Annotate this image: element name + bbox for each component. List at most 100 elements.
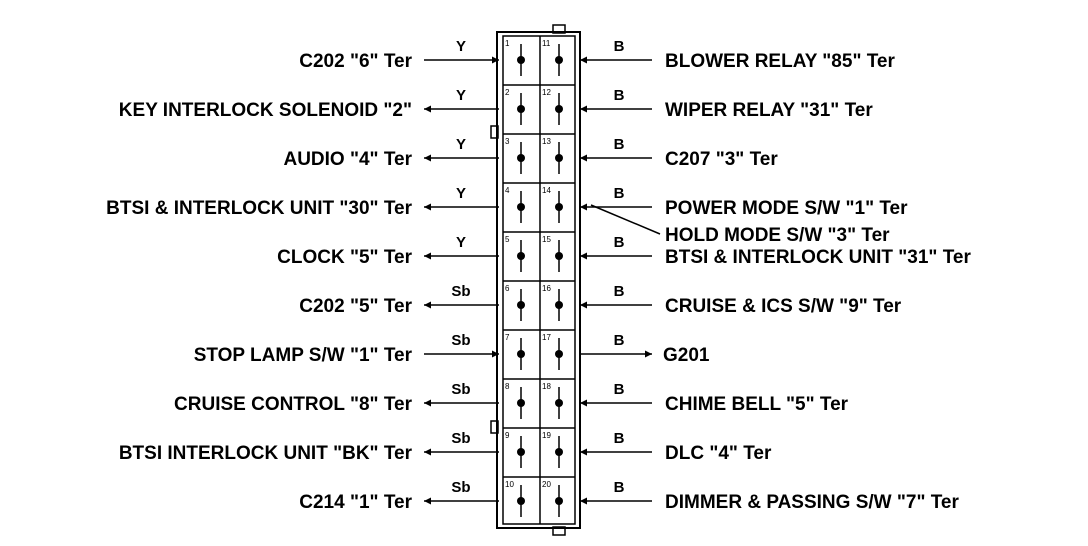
left-wire-color: Sb	[451, 479, 470, 496]
pin-9: 9	[505, 431, 525, 468]
pin-1: 1	[505, 39, 525, 76]
pin-7: 7	[505, 333, 525, 370]
pin-18: 18	[542, 382, 563, 419]
right-wire-color: B	[614, 430, 625, 447]
connector-body	[490, 24, 581, 536]
left-wire-color: Sb	[451, 283, 470, 300]
pin-number: 5	[505, 235, 510, 244]
left-circuit-label: C202 "6" Ter	[299, 51, 412, 72]
pin-number: 19	[542, 431, 551, 440]
right-circuit-label: DIMMER & PASSING S/W "7" Ter	[665, 492, 960, 513]
pin-4: 4	[505, 186, 525, 223]
pin-dot	[555, 105, 563, 113]
pin-13: 13	[542, 137, 563, 174]
left-circuit-label: KEY INTERLOCK SOLENOID "2"	[119, 100, 412, 121]
pin-5: 5	[505, 235, 525, 272]
right-wire-color: B	[614, 185, 625, 202]
pin-number: 17	[542, 333, 551, 342]
right-wire-color: B	[614, 332, 625, 349]
right-circuit-label: POWER MODE S/W "1" Ter	[665, 198, 908, 219]
left-wire-color: Sb	[451, 381, 470, 398]
pin-number: 9	[505, 431, 510, 440]
right-circuit-label: DLC "4" Ter	[665, 443, 772, 464]
left-circuit-label: BTSI INTERLOCK UNIT "BK" Ter	[119, 443, 413, 464]
pin-10: 10	[505, 480, 525, 517]
pin-20: 20	[542, 480, 563, 517]
pin-dot	[555, 301, 563, 309]
right-circuit-label: BLOWER RELAY "85" Ter	[665, 51, 895, 72]
left-wire-color: Sb	[451, 430, 470, 447]
right-circuit-label: WIPER RELAY "31" Ter	[665, 100, 873, 121]
left-circuit-label: C202 "5" Ter	[299, 296, 412, 317]
left-circuit-label: AUDIO "4" Ter	[283, 149, 412, 170]
pin-number: 10	[505, 480, 514, 489]
pin-number: 1	[505, 39, 510, 48]
right-wire-color: B	[614, 136, 625, 153]
right-circuit-label: BTSI & INTERLOCK UNIT "31" Ter	[665, 247, 971, 268]
pin-2: 2	[505, 88, 525, 125]
pin-dot	[555, 399, 563, 407]
pin-dot	[517, 56, 525, 64]
pin-number: 18	[542, 382, 551, 391]
right-wire-color: B	[614, 283, 625, 300]
pin-number: 16	[542, 284, 551, 293]
left-circuit: CLOCK "5" Ter Y	[277, 234, 499, 268]
pin-dot	[517, 448, 525, 456]
pin-12: 12	[542, 88, 563, 125]
left-circuit: AUDIO "4" Ter Y	[283, 136, 499, 170]
pin-number: 6	[505, 284, 510, 293]
pin-dot	[517, 301, 525, 309]
pin-3: 3	[505, 137, 525, 174]
pin-dot	[517, 399, 525, 407]
left-wire-color: Y	[456, 87, 466, 104]
pin-number: 4	[505, 186, 510, 195]
right-circuit-label: CRUISE & ICS S/W "9" Ter	[665, 296, 902, 317]
left-wire-color: Sb	[451, 332, 470, 349]
right-circuit: B G201	[580, 332, 710, 366]
pin-17: 17	[542, 333, 563, 370]
left-wire-color: Y	[456, 234, 466, 251]
pin-dot	[517, 252, 525, 260]
pin-dot	[555, 252, 563, 260]
pin-number: 14	[542, 186, 551, 195]
right-circuit: B BTSI & INTERLOCK UNIT "31" Ter	[580, 234, 971, 268]
pin-number: 8	[505, 382, 510, 391]
hold-mode-label: HOLD MODE S/W "3" Ter	[665, 225, 890, 246]
left-wire-color: Y	[456, 136, 466, 153]
left-circuit: C202 "5" Ter Sb	[299, 283, 499, 317]
pin-dot	[555, 350, 563, 358]
pin-number: 12	[542, 88, 551, 97]
right-circuit-label: C207 "3" Ter	[665, 149, 778, 170]
right-wire-color: B	[614, 479, 625, 496]
pin-dot	[517, 105, 525, 113]
left-circuit: BTSI INTERLOCK UNIT "BK" Ter Sb	[119, 430, 499, 464]
pin-dot	[555, 448, 563, 456]
pin-number: 2	[505, 88, 510, 97]
pin-number: 20	[542, 480, 551, 489]
pin-dot	[517, 203, 525, 211]
right-wire-color: B	[614, 87, 625, 104]
left-circuit-label: CLOCK "5" Ter	[277, 247, 412, 268]
right-circuit-label: G201	[663, 345, 710, 366]
right-circuit: B C207 "3" Ter	[580, 136, 778, 170]
pin-number: 3	[505, 137, 510, 146]
pin-number: 11	[542, 39, 551, 48]
left-circuit: STOP LAMP S/W "1" Ter Sb	[194, 332, 499, 366]
pin-dot	[555, 154, 563, 162]
pin-dot	[555, 203, 563, 211]
right-wire-color: B	[614, 234, 625, 251]
right-circuit: B CRUISE & ICS S/W "9" Ter	[580, 283, 902, 317]
left-circuit: KEY INTERLOCK SOLENOID "2" Y	[119, 87, 499, 121]
left-wire-color: Y	[456, 185, 466, 202]
left-wire-color: Y	[456, 38, 466, 55]
right-circuit: B WIPER RELAY "31" Ter	[580, 87, 873, 121]
pin-dot	[555, 497, 563, 505]
left-circuit-label: STOP LAMP S/W "1" Ter	[194, 345, 413, 366]
